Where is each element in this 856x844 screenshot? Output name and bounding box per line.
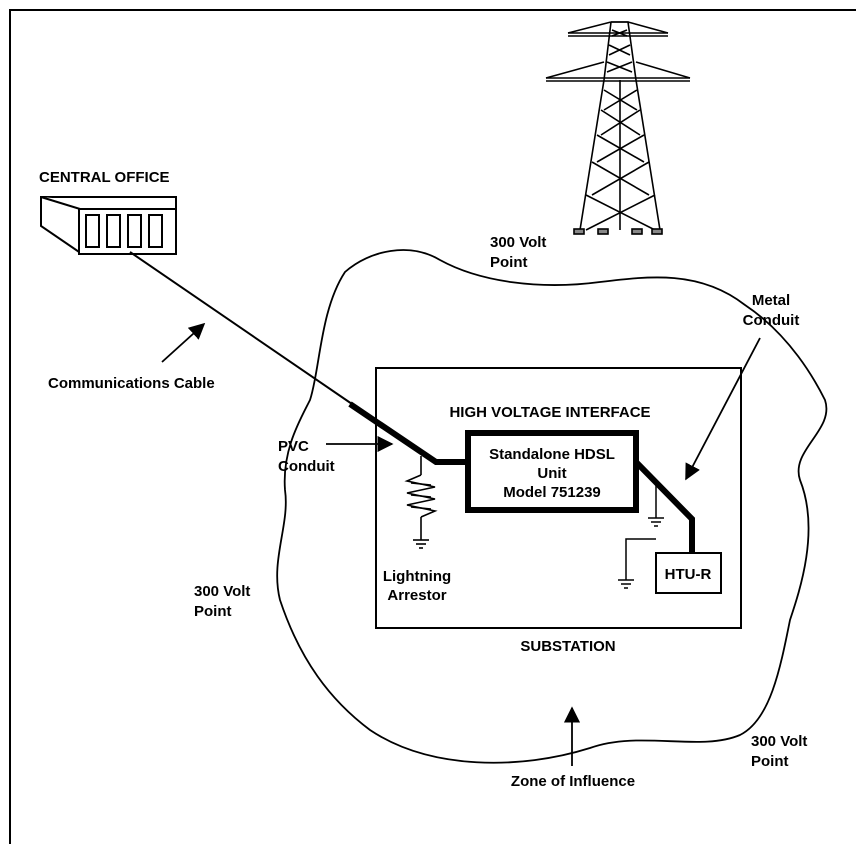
zone-of-influence-label: Zone of Influence xyxy=(511,773,635,790)
communications-cable-arrow xyxy=(161,322,206,363)
volt-point-top-label-line1: 300 Volt xyxy=(490,234,546,251)
zone-of-influence-boundary xyxy=(276,249,828,764)
power-transmission-tower-icon xyxy=(545,21,691,235)
ground-symbol-icon xyxy=(648,517,664,527)
metal-conduit-line xyxy=(633,459,695,553)
volt-point-left-label-line2: Point xyxy=(194,603,232,620)
pvc-conduit-line xyxy=(348,401,470,465)
hdsl-unit-box xyxy=(465,430,639,513)
volt-point-left-label-line1: 300 Volt xyxy=(194,583,250,600)
lightning-arrestor-icon xyxy=(404,456,438,549)
central-office-equipment-icon xyxy=(40,196,177,255)
high-voltage-interface-label: HIGH VOLTAGE INTERFACE xyxy=(449,404,650,421)
volt-point-right-label-line2: Point xyxy=(751,753,789,770)
volt-point-top-label-line2: Point xyxy=(490,254,528,271)
hdsl-unit-label-line2: Unit xyxy=(537,465,566,482)
metal-conduit-label-line1: Metal xyxy=(752,292,790,309)
metal-conduit-label-line2: Conduit xyxy=(743,312,800,329)
htu-r-label: HTU-R xyxy=(665,566,712,583)
pvc-conduit-label-line2: Conduit xyxy=(278,458,335,475)
hdsl-unit-label-line1: Standalone HDSL xyxy=(489,446,615,463)
lightning-arrestor-label-line2: Arrestor xyxy=(387,587,446,604)
communications-cable-label: Communications Cable xyxy=(48,375,215,392)
frame-border xyxy=(9,9,856,844)
substation-label: SUBSTATION xyxy=(520,638,615,655)
lightning-arrestor-label-line1: Lightning xyxy=(383,568,451,585)
volt-point-right-label-line1: 300 Volt xyxy=(751,733,807,750)
central-office-label: CENTRAL OFFICE xyxy=(39,169,170,186)
ground-symbol-icon xyxy=(618,579,634,589)
pvc-conduit-label-line1: PVC xyxy=(278,438,309,455)
hdsl-unit-label-line3: Model 751239 xyxy=(503,484,601,501)
metal-conduit-arrow xyxy=(685,337,761,481)
htu-r-box xyxy=(655,552,722,594)
